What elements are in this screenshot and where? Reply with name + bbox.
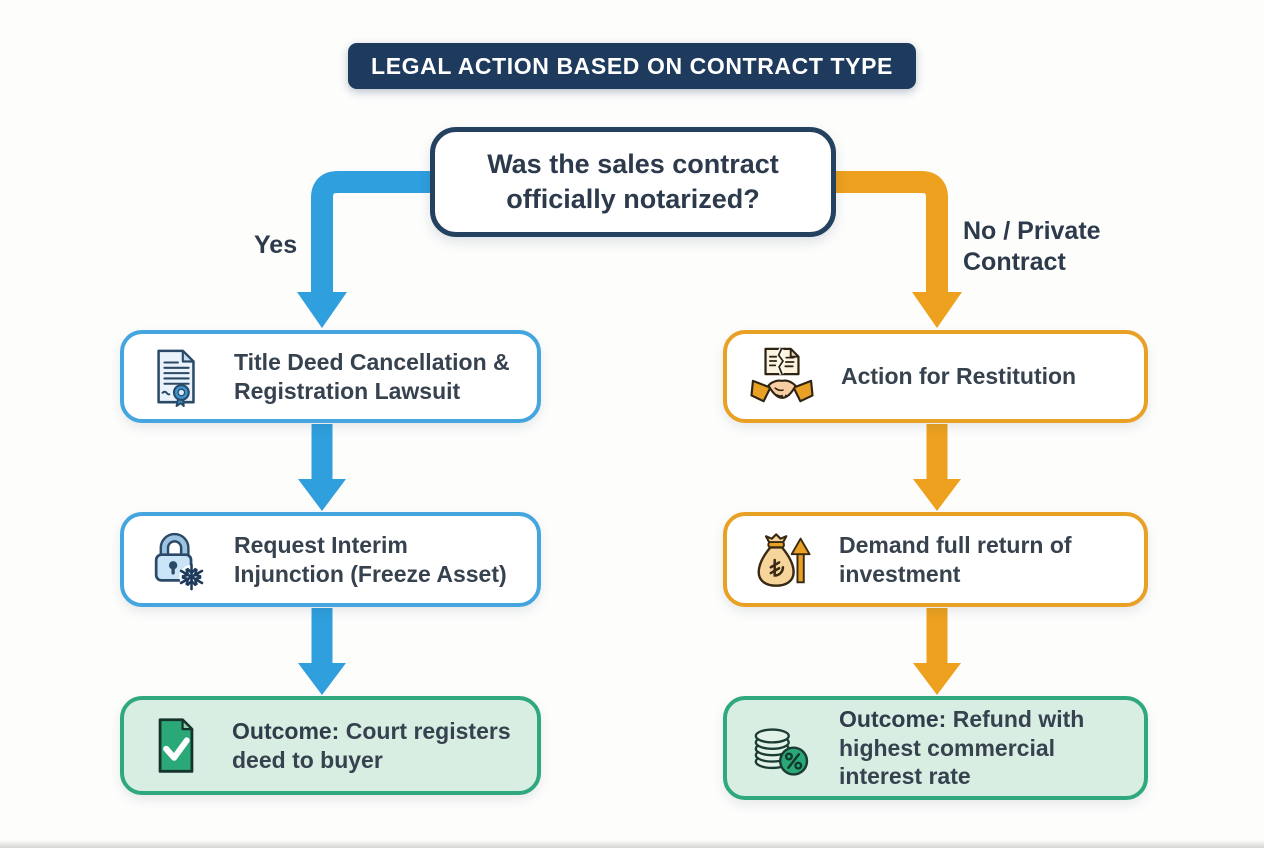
torn-contract-handshake-icon [749,346,815,408]
approved-deed-document-icon [146,715,206,777]
step-demand-full-return: Demand full return of investment [723,512,1148,607]
money-bag-return-icon [749,529,813,591]
yes-step1-to-step2-arrow [298,424,346,511]
title-deed-certificate-icon [146,346,208,408]
no-step1-to-step2-arrow [913,424,961,511]
step-label: Outcome: Court registers deed to buyer [232,717,511,773]
step-label: Outcome: Refund with highest commercial … [839,705,1085,790]
step-action-for-restitution: Action for Restitution [723,330,1148,423]
step-label: Request Interim Injunction (Freeze Asset… [234,531,507,587]
outcome-refund-with-interest: Outcome: Refund with highest commercial … [723,696,1148,800]
page-title: LEGAL ACTION BASED ON CONTRACT TYPE [371,52,893,79]
decision-question: Was the sales contract officially notari… [487,149,779,214]
outcome-court-registers-deed: Outcome: Court registers deed to buyer [120,696,541,795]
coins-interest-icon [749,717,813,779]
step-label: Demand full return of investment [839,531,1072,587]
no-branch-label: No / Private Contract [963,217,1101,276]
step-title-deed-lawsuit: Title Deed Cancellation & Registration L… [120,330,541,423]
step-label: Title Deed Cancellation & Registration L… [234,348,510,404]
yes-step2-to-outcome-arrow [298,608,346,695]
yes-branch-elbow-arrow [297,171,432,328]
decision-box: Was the sales contract officially notari… [430,127,836,237]
step-interim-injunction: Request Interim Injunction (Freeze Asset… [120,512,541,607]
frozen-asset-lock-icon [146,529,208,591]
step-label: Action for Restitution [841,363,1077,390]
bottom-edge-shade [0,840,1264,848]
title-banner: LEGAL ACTION BASED ON CONTRACT TYPE [348,43,916,89]
no-step2-to-outcome-arrow [913,608,961,695]
no-branch-elbow-arrow [834,171,962,328]
yes-branch-label: Yes [254,231,298,259]
